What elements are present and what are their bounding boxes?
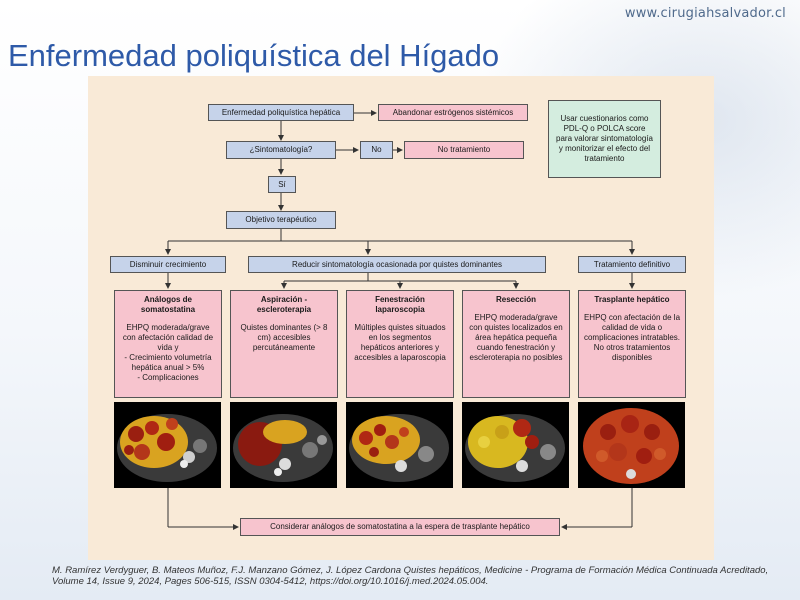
ct-scan-image-2 <box>230 402 337 488</box>
branch-reduce-symptoms: Reducir sintomatología ocasionada por qu… <box>248 256 546 273</box>
ct-scan-image-5 <box>578 402 685 488</box>
column-aspiration-sclerotherapy: Aspiración - escleroterapia Quistes domi… <box>230 290 338 398</box>
therapeutic-objective-box: Objetivo terapéutico <box>226 211 336 229</box>
no-box: No <box>360 141 393 159</box>
column-text: EHPQ moderada/grave con afectación calid… <box>122 323 214 382</box>
column-text: Múltiples quistes situados en los segmen… <box>354 323 446 362</box>
flowchart-panel: Enfermedad poliquística hepática Abandon… <box>88 76 714 560</box>
column-heading: Análogos de somatostatina <box>140 295 196 314</box>
polycystic-disease-box: Enfermedad poliquística hepática <box>208 104 354 121</box>
column-liver-transplant: Trasplante hepático EHPQ con afectación … <box>578 290 686 398</box>
slide-title: Enfermedad poliquística del Hígado <box>8 38 500 73</box>
column-text: EHPQ con afectación de la calidad de vid… <box>583 313 681 362</box>
column-somatostatin-analogs: Análogos de somatostatina EHPQ moderada/… <box>114 290 222 398</box>
column-heading: Aspiración - escleroterapia <box>256 295 312 314</box>
yes-box: Sí <box>268 176 296 193</box>
website-url: www.cirugiahsalvador.cl <box>624 6 786 21</box>
ct-scan-image-1 <box>114 402 221 488</box>
branch-definitive-treatment: Tratamiento definitivo <box>578 256 686 273</box>
column-heading: Fenestración laparoscopia <box>375 295 425 314</box>
symptoms-question-box: ¿Sintomatología? <box>226 141 336 159</box>
column-text: EHPQ moderada/grave con quistes localiza… <box>469 313 563 362</box>
column-text: Quistes dominantes (> 8 cm) accesibles p… <box>240 323 328 352</box>
column-heading: Resección <box>495 295 537 304</box>
branch-reduce-growth: Disminuir crecimiento <box>110 256 226 273</box>
citation-text: M. Ramírez Verdyguer, B. Mateos Muñoz, F… <box>52 565 769 587</box>
ct-scan-image-3 <box>346 402 453 488</box>
connector-lines <box>165 110 635 530</box>
abandon-estrogens-box: Abandonar estrógenos sistémicos <box>378 104 528 121</box>
ct-scan-image-4 <box>462 402 569 488</box>
column-heading: Trasplante hepático <box>594 295 670 304</box>
column-laparoscopic-fenestration: Fenestración laparoscopia Múltiples quis… <box>346 290 454 398</box>
questionnaire-box: Usar cuestionarios como PDL-Q o POLCA sc… <box>548 100 661 178</box>
column-resection: Resección EHPQ moderada/grave con quiste… <box>462 290 570 398</box>
no-treatment-box: No tratamiento <box>404 141 524 159</box>
consider-analogs-box: Considerar análogos de somatostatina a l… <box>240 518 560 536</box>
